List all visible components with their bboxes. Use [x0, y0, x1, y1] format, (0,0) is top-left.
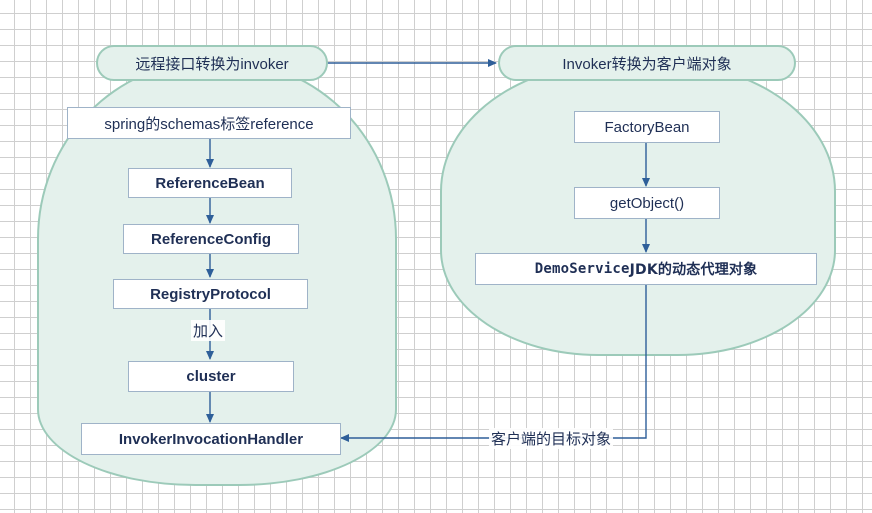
edge-label-join: 加入: [191, 320, 226, 341]
proxy-code-label: DemoService: [534, 261, 630, 277]
node-get-object: getObject(): [574, 187, 720, 219]
left-group-title: 远程接口转换为invoker: [96, 45, 328, 81]
node-spring-schemas-reference: spring的schemas标签reference: [67, 107, 351, 139]
node-registry-protocol: RegistryProtocol: [113, 279, 308, 309]
node-reference-config: ReferenceConfig: [123, 224, 299, 254]
node-factory-bean: FactoryBean: [574, 111, 720, 143]
node-cluster: cluster: [128, 361, 294, 392]
arrow-proxy-to-handler: [340, 283, 647, 442]
node-reference-bean: ReferenceBean: [128, 168, 292, 198]
node-demo-service-proxy: DemoService JDK的动态代理对象: [475, 253, 817, 285]
right-group-title: Invoker转换为客户端对象: [498, 45, 796, 81]
proxy-text-label: JDK的动态代理对象: [629, 262, 758, 278]
node-invoker-invocation-handler: InvokerInvocationHandler: [81, 423, 341, 455]
edge-label-target-object: 客户端的目标对象: [489, 428, 614, 449]
